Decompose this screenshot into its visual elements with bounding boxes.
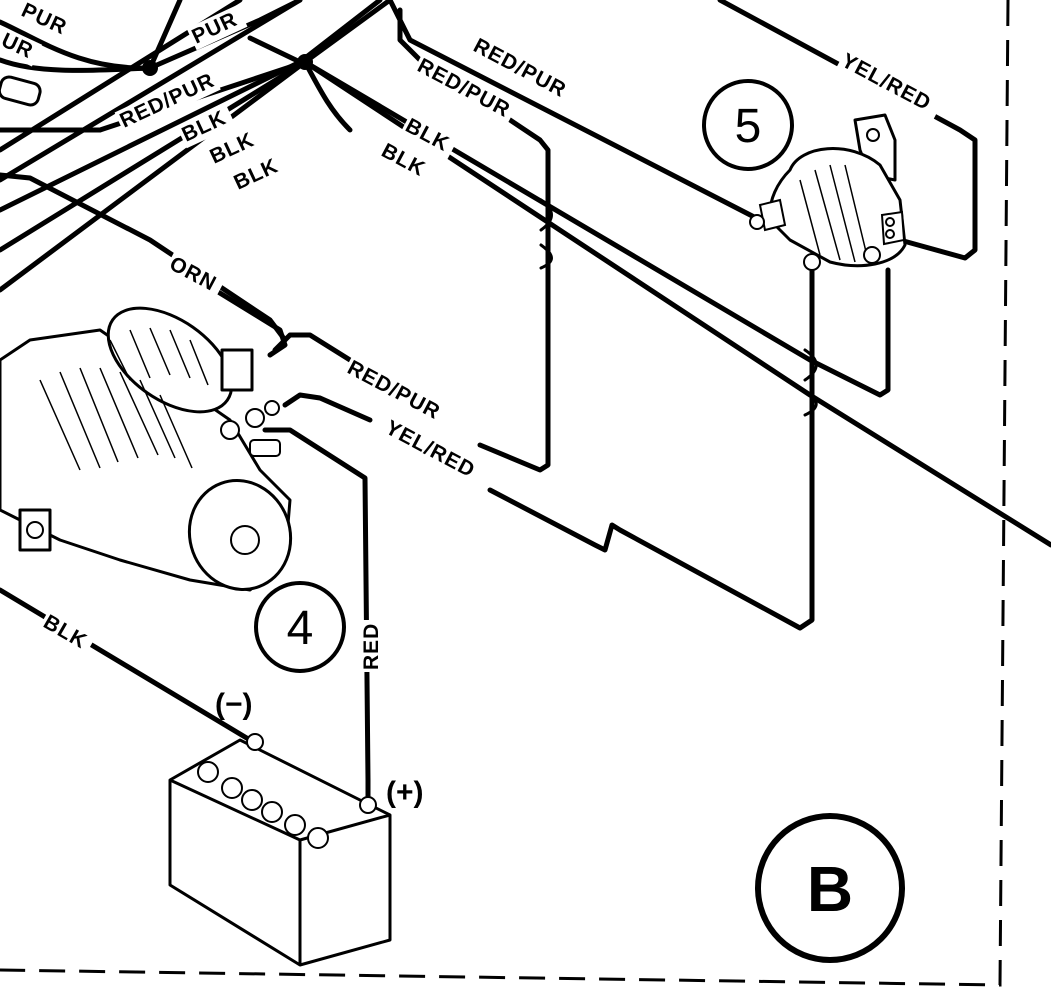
wire-label-orn: ORN — [166, 252, 221, 296]
wire-crossover — [803, 348, 818, 382]
starter-motor — [0, 306, 293, 592]
wire-crossover — [539, 243, 553, 270]
callout-4: 4 — [254, 581, 346, 673]
section-callout-b: B — [755, 813, 905, 963]
slave-solenoid — [749, 113, 907, 271]
wire-label-blk: BLK — [230, 154, 282, 194]
battery-positive-terminal — [359, 796, 377, 814]
section-border — [0, 0, 1010, 987]
callout-number: 5 — [735, 100, 762, 153]
section-label: B — [807, 853, 853, 925]
positive-terminal-label: (+) — [386, 776, 424, 809]
callout-number: 4 — [287, 602, 314, 655]
wire-label-yel-red: YEL/RED — [382, 416, 479, 482]
callout-5: 5 — [702, 79, 794, 171]
junction-dot — [142, 60, 158, 76]
wire-crossover — [539, 198, 553, 232]
wire-label-yel-red: YEL/RED — [838, 49, 935, 115]
battery — [168, 733, 392, 967]
battery-negative-terminal — [246, 733, 264, 751]
wire-label-red: RED — [360, 623, 383, 670]
wire-crossover — [803, 390, 818, 417]
negative-terminal-label: (−) — [215, 688, 253, 721]
